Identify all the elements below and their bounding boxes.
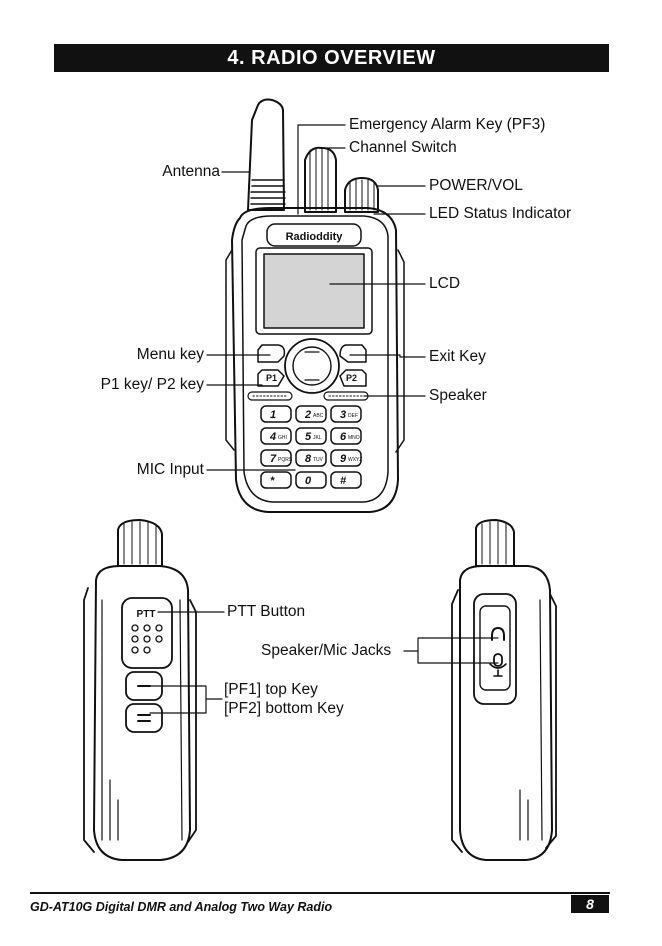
soft-key-p2: P2 [346, 373, 357, 383]
brand-logo: Radioddity [286, 231, 344, 243]
keypad-key-5: 6 [340, 431, 347, 443]
page-number: 8 [571, 895, 609, 913]
label-led-status: LED Status Indicator [429, 205, 572, 222]
keypad-sub-2: DEF [348, 413, 358, 419]
keypad-sub-8: WXYZ [348, 457, 362, 463]
keypad-key-3: 4 [269, 431, 276, 443]
keypad-sub-4: JKL [313, 435, 322, 441]
label-speaker: Speaker [429, 387, 487, 404]
keypad-key-2: 3 [340, 409, 346, 421]
keypad-key-1: 2 [304, 409, 311, 421]
label-power-vol: POWER/VOL [429, 177, 523, 194]
soft-key-p1: P1 [266, 373, 277, 383]
label-speaker-mic-jacks: Speaker/Mic Jacks [261, 642, 392, 659]
label-pf1-top-key: [PF1] top Key [224, 681, 318, 698]
label-lcd: LCD [429, 275, 461, 292]
keypad-key-4: 5 [305, 431, 312, 443]
keypad-sub-7: TUV [313, 457, 324, 463]
label-p1-p2-key: P1 key/ P2 key [100, 376, 204, 393]
ptt-mark: PTT [137, 609, 156, 620]
callout-lines [149, 124, 499, 714]
keypad-sub-3: GHI [278, 435, 287, 441]
footer-divider [30, 892, 610, 894]
label-mic-input: MIC Input [136, 461, 204, 478]
keypad-sub-5: MNO [348, 435, 360, 441]
label-ptt-button: PTT Button [227, 603, 306, 620]
keypad-sub-1: ABC [313, 413, 324, 419]
keypad-key-11: # [340, 475, 347, 487]
keypad-sub-6: PQRS [278, 457, 293, 463]
label-antenna: Antenna [162, 163, 220, 180]
keypad-key-7: 8 [305, 453, 312, 465]
label-channel-switch: Channel Switch [349, 139, 457, 156]
keypad-key-9: * [270, 475, 275, 487]
keypad-key-0: 1 [270, 409, 276, 421]
label-menu-key: Menu key [136, 346, 204, 363]
keypad-key-8: 9 [340, 453, 347, 465]
keypad-key-6: 7 [270, 453, 277, 465]
footer-model-name: GD-AT10G Digital DMR and Analog Two Way … [30, 900, 333, 914]
side-view-left-illustration [83, 519, 197, 861]
keypad-key-10: 0 [305, 475, 312, 487]
label-emergency-key: Emergency Alarm Key (PF3) [349, 116, 546, 133]
label-pf2-bottom-key: [PF2] bottom Key [224, 700, 344, 717]
front-radio-illustration [225, 98, 405, 513]
page-title: 4. RADIO OVERVIEW [54, 44, 609, 72]
label-exit-key: Exit Key [429, 348, 486, 365]
side-view-right-illustration [451, 519, 557, 861]
